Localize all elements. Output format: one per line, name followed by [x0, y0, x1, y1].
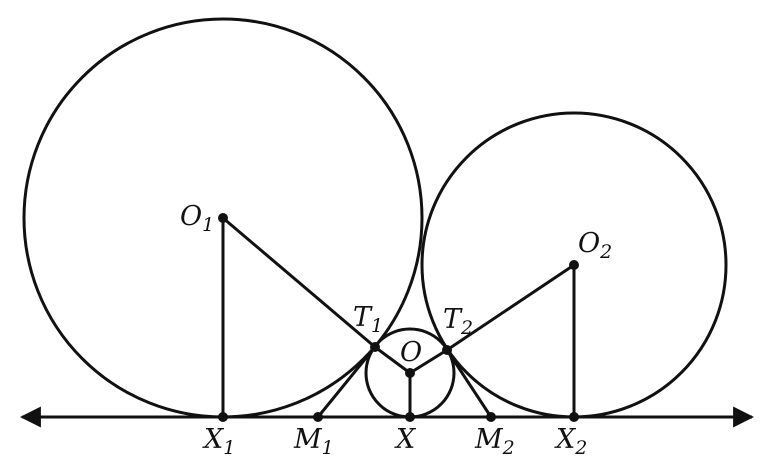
label-m2: M2	[474, 424, 515, 459]
point-o1	[218, 213, 228, 223]
segment-o1-t1	[222, 216, 376, 349]
label-o: O	[400, 337, 422, 368]
label-t1: T1	[353, 302, 383, 337]
segment-o-t2	[409, 348, 448, 375]
segment-t1-m1	[316, 346, 377, 418]
label-o2: O2	[578, 228, 612, 263]
point-t2	[442, 345, 452, 355]
label-x: X	[394, 424, 417, 455]
label-o1: O1	[180, 201, 214, 236]
point-t1	[370, 342, 380, 352]
segment-t2-m2	[445, 349, 493, 418]
point-x2	[569, 412, 579, 422]
label-t2: T2	[443, 304, 473, 339]
point-m1	[313, 412, 323, 422]
point-x	[405, 412, 415, 422]
segment-o2-t2	[446, 263, 575, 352]
point-x1	[218, 412, 228, 422]
segment-o-t1	[374, 345, 411, 375]
point-o2	[569, 260, 579, 270]
label-x2: X2	[554, 424, 587, 459]
point-m2	[486, 412, 496, 422]
label-x1: X1	[202, 424, 235, 459]
label-m1: M1	[293, 424, 334, 459]
point-o	[405, 368, 415, 378]
